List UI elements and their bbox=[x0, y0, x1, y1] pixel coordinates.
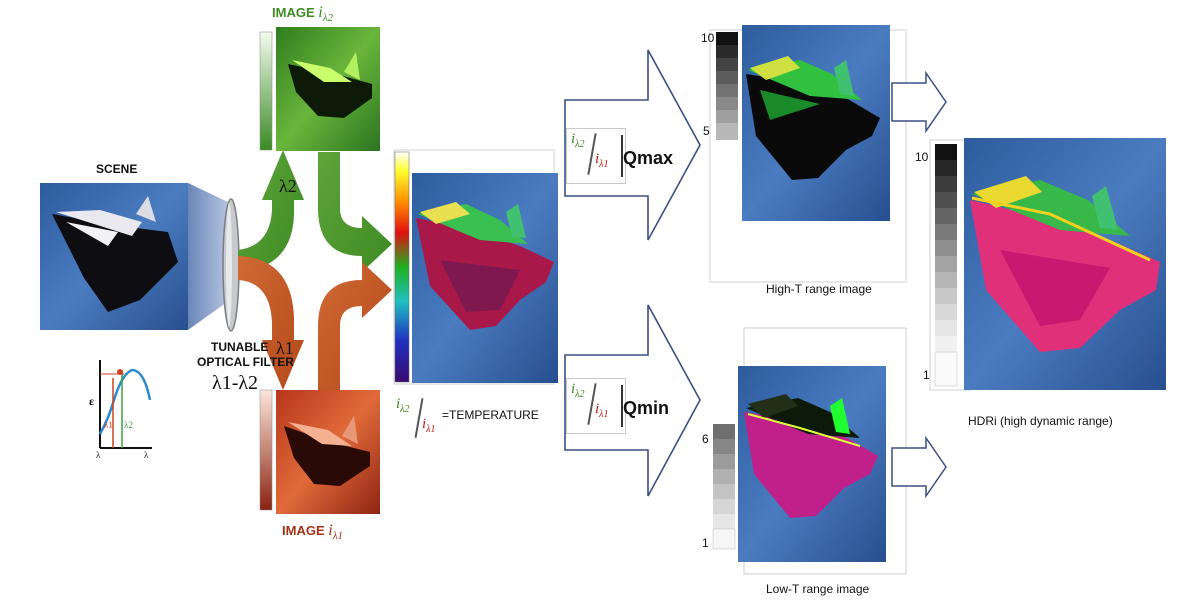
hdr-grayscale-bar bbox=[934, 144, 958, 387]
arrow-high-t-to-hdr bbox=[891, 70, 947, 134]
qmax-label: Qmax bbox=[623, 148, 673, 169]
arrow-lambda2-up bbox=[238, 150, 304, 272]
tunable-filter-icon bbox=[222, 198, 240, 332]
graph-x-axis-left-label: λ bbox=[96, 450, 101, 460]
ratio-denominator: iλ1 bbox=[422, 416, 436, 435]
image-lambda1-title: IMAGE iλ1 bbox=[282, 522, 343, 542]
scene-image bbox=[40, 183, 188, 330]
qmin-bar bbox=[621, 385, 623, 427]
image-lambda2-title: IMAGE iλ2 bbox=[272, 4, 333, 24]
hdr-image bbox=[964, 138, 1166, 390]
graph-mark-lambda1: λ1 bbox=[104, 420, 113, 430]
image-lambda1 bbox=[276, 390, 380, 514]
qmax-bar bbox=[621, 135, 623, 177]
arrow-lambda2-to-temperature bbox=[318, 152, 392, 272]
hdr-scale-bottom: 1 bbox=[923, 368, 930, 382]
arrow-to-qmin bbox=[564, 304, 701, 497]
low-t-caption: Low-T range image bbox=[766, 582, 870, 596]
tunable-label: TUNABLE bbox=[211, 340, 269, 354]
arrow-lambda1-down bbox=[238, 256, 304, 390]
qmin-numerator: iλ2 bbox=[571, 381, 585, 400]
qmax-text: Qmax bbox=[623, 148, 674, 168]
scene-label: SCENE bbox=[96, 162, 138, 176]
ratio-temperature: iλ2 iλ1 bbox=[396, 396, 442, 442]
light-cone bbox=[188, 183, 230, 330]
temperature-label: =TEMPERATURE bbox=[442, 408, 539, 422]
graph-mark-lambda2: λ2 bbox=[124, 420, 133, 430]
arrow-low-t-to-hdr bbox=[891, 435, 947, 499]
hdr-caption: HDRi (high dynamic range) bbox=[968, 414, 1113, 428]
high-t-caption: High-T range image bbox=[766, 282, 872, 296]
arrow-to-qmax bbox=[564, 49, 701, 241]
low-t-image bbox=[738, 366, 886, 562]
hdr-scale-top: 10 bbox=[915, 150, 929, 164]
qmin-text: Qmin bbox=[623, 398, 670, 418]
image-lambda2 bbox=[276, 27, 380, 151]
high-t-scale-top: 10 bbox=[701, 31, 715, 45]
filter-range-label: λ1-λ2 bbox=[212, 372, 259, 394]
high-t-scale-bottom: 5 bbox=[703, 124, 710, 138]
low-t-scale-top: 6 bbox=[702, 432, 709, 446]
graph-y-axis-label: ε bbox=[89, 394, 95, 408]
lambda2-label: λ2 bbox=[279, 176, 297, 196]
emissivity-graph bbox=[98, 360, 152, 449]
arrow-lambda1-to-temperature bbox=[318, 262, 392, 390]
temperature-colorbar bbox=[394, 151, 410, 383]
qmax-numerator: iλ2 bbox=[571, 131, 585, 150]
image-lambda2-title-text: IMAGE bbox=[272, 5, 315, 20]
green-intensity-bar bbox=[259, 31, 273, 151]
qmin-denominator: iλ1 bbox=[595, 401, 609, 420]
graph-x-axis-right-label: λ bbox=[144, 450, 149, 460]
high-t-image bbox=[742, 25, 890, 221]
image-lambda1-title-text: IMAGE bbox=[282, 523, 325, 538]
qmin-ratio-box: iλ2 iλ1 bbox=[566, 378, 626, 434]
optical-filter-label: OPTICAL FILTER bbox=[197, 355, 294, 369]
qmax-denominator: iλ1 bbox=[595, 151, 609, 170]
low-t-scale-bottom: 1 bbox=[702, 536, 709, 550]
temperature-image bbox=[412, 173, 558, 383]
i-lambda1-symbol: iλ1 bbox=[328, 522, 343, 543]
red-intensity-bar bbox=[259, 389, 273, 511]
ratio-numerator: iλ2 bbox=[396, 396, 410, 415]
i-lambda2-symbol: iλ2 bbox=[318, 4, 333, 25]
qmin-label: Qmin bbox=[623, 398, 669, 419]
lambda1-label: λ1 bbox=[276, 338, 294, 358]
low-t-grayscale-bar bbox=[712, 424, 736, 550]
high-t-grayscale-bar bbox=[716, 32, 738, 140]
qmax-ratio-box: iλ2 iλ1 bbox=[566, 128, 626, 184]
